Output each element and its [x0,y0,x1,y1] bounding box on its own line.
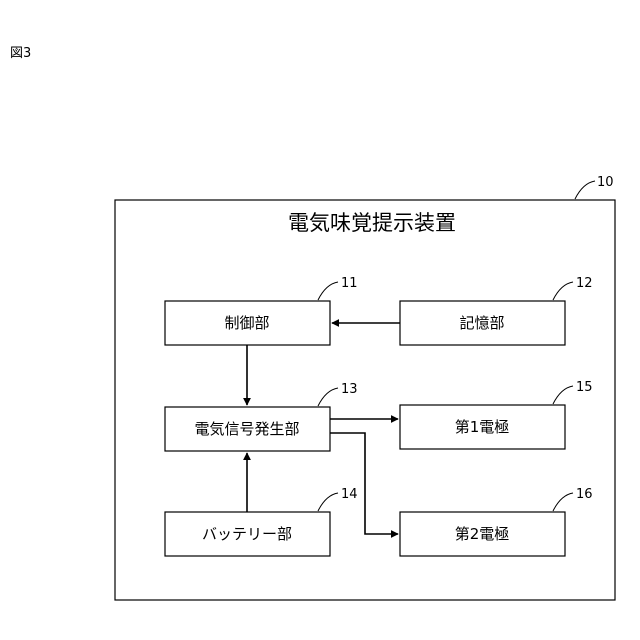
battery-unit-ref: 14 [341,487,358,502]
memory-unit-ref: 12 [576,276,593,291]
signal-generator-ref-leader [318,388,338,406]
electrode-2-ref-leader [553,493,573,511]
arrow-signal-to-electrode-2 [330,433,398,534]
control-unit-ref: 11 [341,276,358,291]
control-unit-ref-leader [318,282,338,300]
battery-unit-label: バッテリー部 [202,525,292,543]
electrode-1-ref: 15 [576,380,593,395]
memory-unit-label: 記憶部 [459,314,504,332]
device-ref: 10 [597,175,614,190]
battery-unit-ref-leader [318,493,338,511]
electrode-1-ref-leader [553,386,573,404]
device-ref-leader [575,181,595,199]
electrode-2-ref: 16 [576,487,593,502]
control-unit-label: 制御部 [224,314,269,332]
memory-unit-ref-leader [553,282,573,300]
signal-generator-ref: 13 [341,382,358,397]
electrode-1-label: 第1電極 [455,418,510,436]
signal-generator-label: 電気信号発生部 [194,420,299,438]
electrode-2-label: 第2電極 [455,525,510,543]
device-title: 電気味覚提示装置 [288,211,456,235]
